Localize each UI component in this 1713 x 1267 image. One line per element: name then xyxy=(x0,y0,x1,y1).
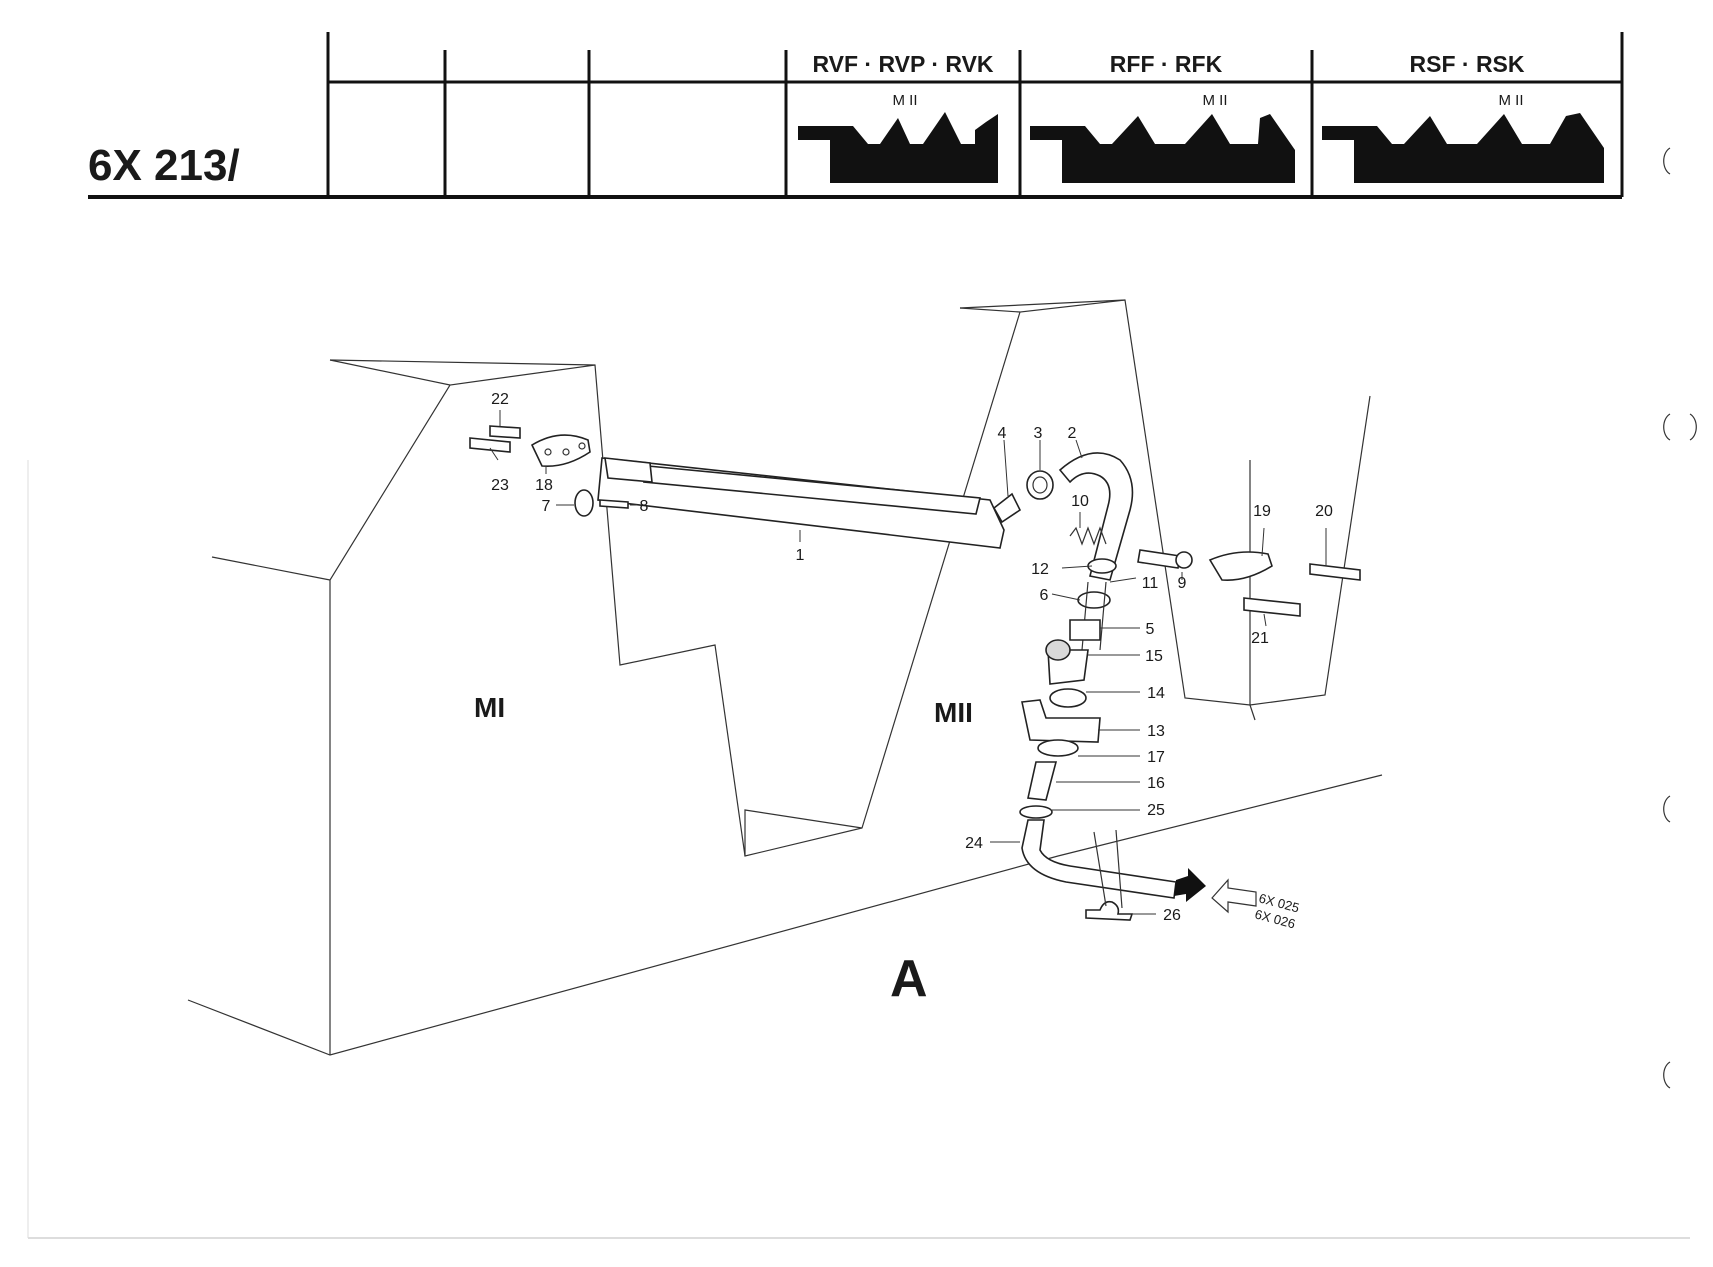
part-number: 7 xyxy=(542,498,551,515)
column-header-rvf: RVF · RVP · RVK xyxy=(812,51,993,77)
bracket-part xyxy=(1208,551,1273,582)
mount-plate-part xyxy=(1021,699,1101,743)
ring-part xyxy=(1026,470,1054,500)
part-number: 8 xyxy=(640,498,649,515)
part-number: 19 xyxy=(1253,503,1271,520)
machine-profile-icon xyxy=(1322,113,1604,183)
machine-outline xyxy=(187,299,1383,1056)
part-number: 23 xyxy=(491,477,509,494)
nut-part xyxy=(1049,688,1087,708)
part-number: 13 xyxy=(1147,723,1165,740)
document-code: 6X 213/ xyxy=(88,141,240,190)
part-number: 14 xyxy=(1147,685,1165,702)
part-number: 3 xyxy=(1034,425,1043,442)
section-label-mii: MII xyxy=(934,697,973,728)
column-sub-rff: M II xyxy=(1203,92,1228,109)
part-number: 22 xyxy=(491,391,509,408)
part-number: 20 xyxy=(1315,503,1333,520)
ball-part xyxy=(1175,551,1193,569)
part-number: 9 xyxy=(1178,575,1187,592)
rail-end xyxy=(604,457,653,483)
bracket-hole xyxy=(578,442,586,450)
pin-part xyxy=(599,499,629,509)
lubrication-assembly xyxy=(469,425,1361,921)
section-label-mi: MI xyxy=(474,692,505,723)
ring-part-inner xyxy=(1032,476,1048,494)
collar-part xyxy=(1037,739,1079,757)
inflow-arrow-icon xyxy=(1211,878,1257,914)
fitting-part xyxy=(992,492,1022,524)
part-number: 18 xyxy=(535,477,553,494)
view-label: A xyxy=(890,950,928,1008)
valve-knob-part xyxy=(1045,639,1071,661)
binder-hole-marks xyxy=(1663,147,1697,1089)
part-number: 2 xyxy=(1068,425,1077,442)
clamp-part xyxy=(1087,558,1117,574)
bolt-part xyxy=(489,425,521,439)
column-sub-rsf: M II xyxy=(1499,92,1524,109)
part-number: 10 xyxy=(1071,493,1089,510)
part-number: 21 xyxy=(1251,630,1269,647)
bolt-part xyxy=(1309,563,1361,581)
part-number: 1 xyxy=(796,547,805,564)
part-number: 16 xyxy=(1147,775,1165,792)
bolt-part xyxy=(1243,597,1301,617)
coupling-part xyxy=(1027,761,1058,801)
bracket-hole xyxy=(544,448,552,456)
bracket-hole xyxy=(562,448,570,456)
pipe-hanger-part xyxy=(1085,900,1134,921)
spring-part xyxy=(1069,526,1107,546)
part-number: 26 xyxy=(1163,907,1181,924)
part-number: 15 xyxy=(1145,648,1163,665)
clip-part xyxy=(1069,619,1101,641)
part-number: 24 xyxy=(965,835,983,852)
elbow-part xyxy=(1058,452,1134,581)
bolt-part xyxy=(469,437,511,453)
machine-profile-icon xyxy=(798,112,998,183)
part-callouts: 22 23 18 7 8 1 4 3 2 10 12 6 11 9 19 20 … xyxy=(489,391,1333,932)
plug-part xyxy=(574,489,594,517)
part-number: 5 xyxy=(1146,621,1155,638)
part-number: 17 xyxy=(1147,749,1165,766)
part-number: 11 xyxy=(1142,575,1159,592)
part-number: 6 xyxy=(1040,587,1049,604)
sleeve-part xyxy=(1137,549,1181,569)
clamp-part xyxy=(1019,805,1053,819)
flow-arrow-icon xyxy=(1174,868,1206,902)
column-header-rsf: RSF · RSK xyxy=(1410,51,1525,77)
part-number: 25 xyxy=(1147,802,1165,819)
header-table: 6X 213/ RVF · RVP · RVK RFF · RFK RSF · … xyxy=(88,32,1624,199)
machine-profile-icon xyxy=(1030,114,1295,183)
column-header-rff: RFF · RFK xyxy=(1110,51,1223,77)
part-number: 4 xyxy=(998,425,1007,442)
bracket-part xyxy=(530,434,591,468)
column-sub-rvf: M II xyxy=(893,92,918,109)
hanger-rod xyxy=(1093,829,1123,909)
part-number: 12 xyxy=(1031,561,1049,578)
